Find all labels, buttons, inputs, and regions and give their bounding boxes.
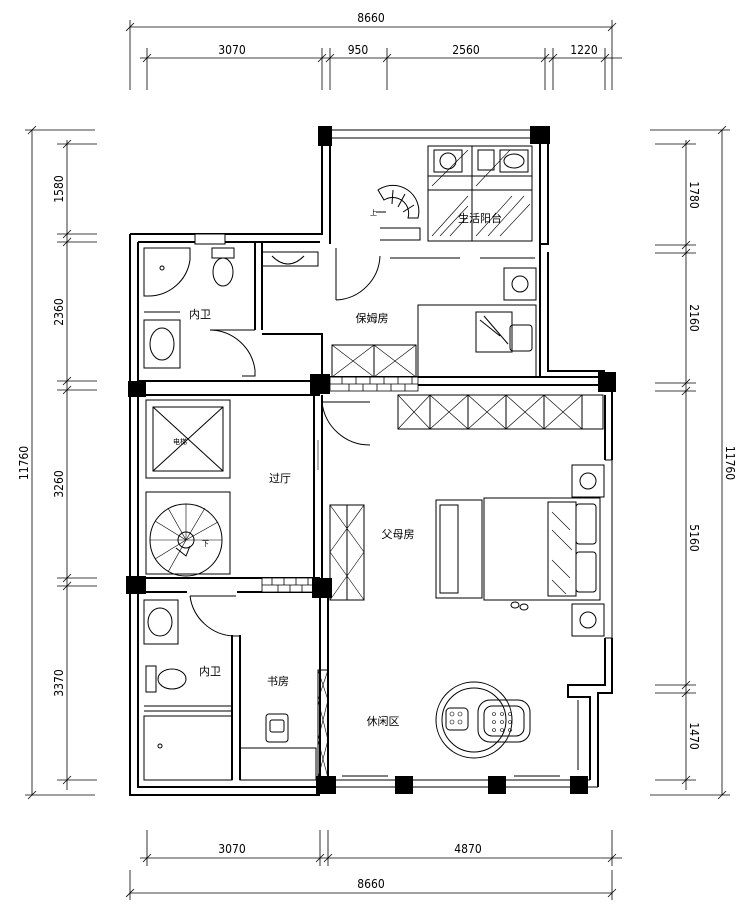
dim-right-seg-2: 2160 xyxy=(687,304,701,332)
parents-room xyxy=(329,394,605,637)
room-label-bath-lower: 内卫 xyxy=(199,664,221,678)
room-label-nanny: 保姆房 xyxy=(356,311,389,325)
dimension-lines xyxy=(25,20,730,900)
dim-left-seg-4: 3370 xyxy=(52,669,66,697)
room-label-bath-upper: 内卫 xyxy=(189,307,211,321)
upper-bathroom xyxy=(143,247,319,377)
room-label-lounge: 休闲区 xyxy=(367,714,400,728)
dim-top-seg-4: 1220 xyxy=(570,43,598,57)
study xyxy=(239,669,329,781)
dim-left-total: 11760 xyxy=(17,446,31,480)
stairs-down-label: 下 xyxy=(202,540,209,548)
dim-left-seg-3: 3260 xyxy=(52,470,66,498)
dim-top-seg-2: 950 xyxy=(348,43,369,57)
lounge xyxy=(342,681,579,777)
room-label-hall: 过厅 xyxy=(269,472,291,485)
dim-bottom-total: 8660 xyxy=(357,877,385,891)
dim-right-total: 11760 xyxy=(723,446,737,480)
dim-bottom-seg-1: 3070 xyxy=(218,842,246,856)
hall: 电梯 下 xyxy=(145,399,371,577)
balcony: 上 xyxy=(370,145,533,242)
dim-right-seg-1: 1780 xyxy=(687,181,701,209)
structural-columns xyxy=(126,126,616,794)
room-label-parents: 父母房 xyxy=(382,528,415,541)
dim-top-total: 8660 xyxy=(357,11,385,25)
dim-top-seg-1: 3070 xyxy=(218,43,246,57)
dim-left-seg-1: 1580 xyxy=(52,175,66,203)
room-label-study: 书房 xyxy=(267,675,289,688)
dim-bottom-seg-2: 4870 xyxy=(454,842,482,856)
walls xyxy=(129,129,613,796)
nanny-room xyxy=(331,248,537,378)
elevator-label: 电梯 xyxy=(173,437,187,446)
brick-walls xyxy=(261,376,419,593)
dim-left-seg-2: 2360 xyxy=(52,298,66,326)
dim-right-seg-4: 1470 xyxy=(687,722,701,750)
stairs-up-label: 上 xyxy=(370,208,377,217)
dim-right-seg-3: 5160 xyxy=(687,524,701,552)
dim-top-seg-3: 2560 xyxy=(452,43,480,57)
lower-bathroom xyxy=(143,595,240,781)
room-label-balcony: 生活阳台 xyxy=(458,211,502,225)
